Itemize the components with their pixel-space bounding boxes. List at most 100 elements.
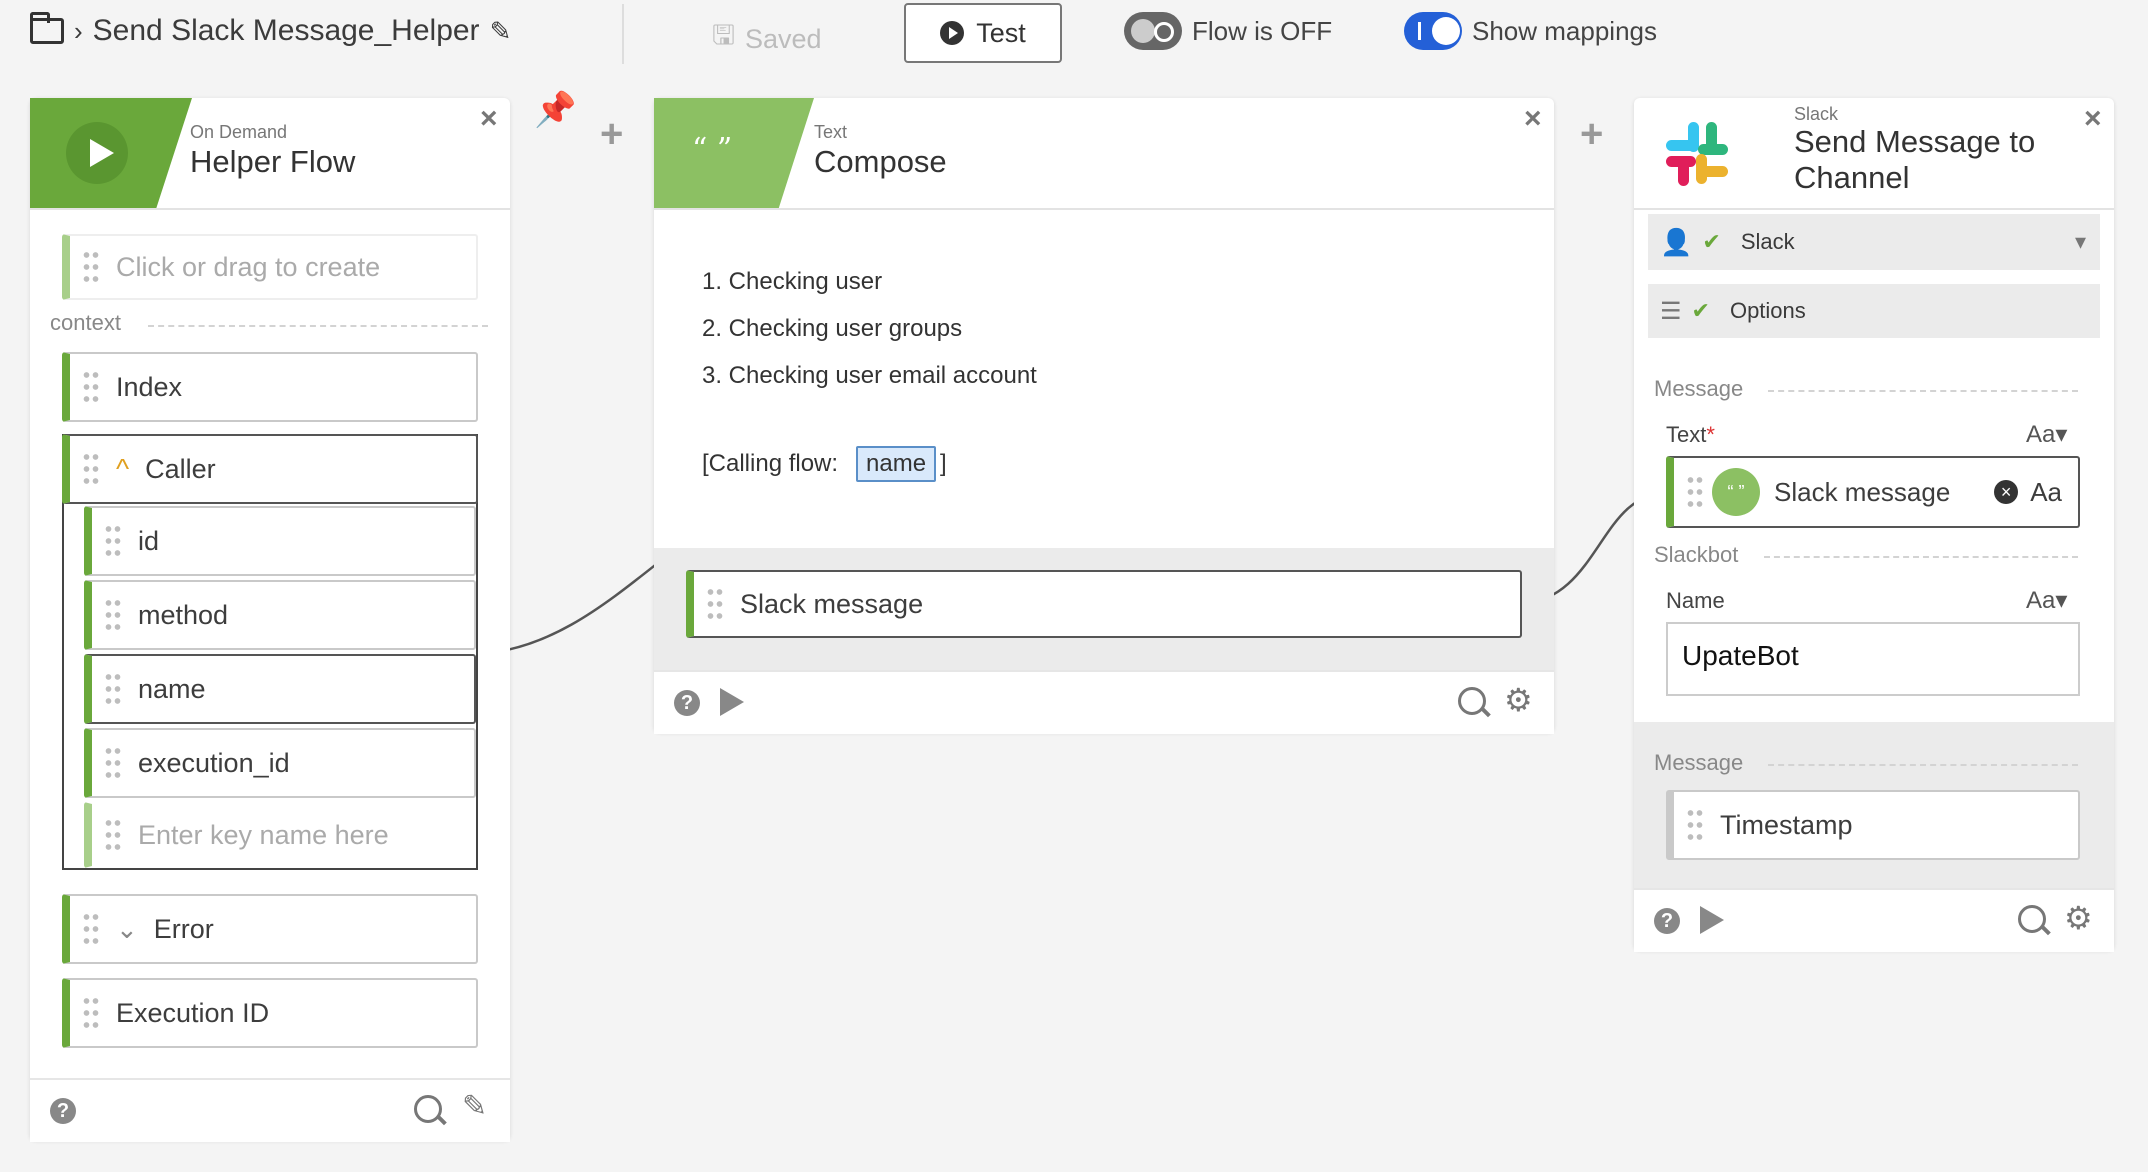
slack-card: Slack Send Message to Channel × 👤 ✔ Slac… [1634,98,2114,952]
slack-title: Send Message to [1794,124,2036,159]
check-icon: ✔ [1702,229,1721,254]
drag-handle-icon[interactable] [104,597,122,633]
required-mark: * [1706,422,1715,447]
compose-header: “ ” Text Compose × [654,98,1554,210]
drag-handle-icon[interactable] [706,586,724,622]
quote-icon: “ ” [692,132,733,167]
add-step-icon[interactable]: + [600,112,624,156]
compose-subtitle: Text [814,122,848,142]
gear-icon[interactable]: ⚙ [1504,682,1533,718]
divider [622,4,624,64]
compose-line: 1. Checking user [702,268,883,295]
drag-handle-icon[interactable] [104,745,122,781]
field-label: Index [116,371,183,402]
key-placeholder: Enter key name here [138,819,389,850]
gear-icon[interactable]: ⚙ [2064,900,2093,936]
user-icon: 👤 [1660,226,1693,257]
clear-icon[interactable]: × [1994,480,2019,504]
mappings-toggle[interactable]: Show mappings [1404,12,1657,50]
search-icon[interactable] [1458,687,1486,715]
field-index[interactable]: Index [62,352,478,422]
toggle-switch-on[interactable] [1404,12,1462,50]
close-icon[interactable]: × [2084,102,2102,135]
drag-handle-icon[interactable] [82,911,100,947]
run-icon[interactable] [720,688,744,716]
sliders-icon: ☰ [1660,297,1682,325]
edit-pencil-icon[interactable]: ✎ [489,15,512,46]
search-icon[interactable] [2018,905,2046,933]
run-icon[interactable] [1700,906,1724,934]
output-label: Slack message [740,588,924,619]
add-step-icon[interactable]: + [1580,112,1604,156]
compose-text[interactable]: 1. Checking user 2. Checking user groups… [702,258,1037,399]
chevron-down-icon: ▾ [2055,421,2068,448]
name-format-toggle[interactable]: Aa▾ [2026,586,2067,615]
drag-handle-icon[interactable] [82,451,100,487]
field-id[interactable]: id [84,506,476,576]
flow-title[interactable]: Send Slack Message_Helper [92,14,480,47]
field-label: Caller [145,453,216,484]
help-icon[interactable]: ? [1654,908,1680,934]
test-button[interactable]: Test [904,3,1062,63]
timestamp-output-field[interactable]: Timestamp [1666,790,2080,860]
field-label: Error [153,913,214,944]
chevron-up-icon[interactable]: ^ [116,453,130,484]
calling-flow-text: [Calling flow: [702,450,838,478]
drag-handle-icon[interactable] [1686,807,1704,843]
saved-status: 🖫 Saved [712,16,822,62]
play-icon [940,21,965,45]
chevron-down-icon[interactable]: ⌄ [116,913,138,944]
message-section-label: Message [1654,376,1744,401]
field-error[interactable]: ⌄ Error [62,894,478,964]
folder-icon[interactable] [30,12,64,44]
test-label: Test [976,17,1026,48]
account-dropdown[interactable]: 👤 ✔ Slack ▾ [1648,214,2100,270]
field-execution-id[interactable]: execution_id [84,728,476,798]
calling-prefix: [Calling flow: [702,450,839,477]
drag-handle-icon[interactable] [82,995,100,1031]
drag-handle-icon[interactable] [104,817,122,853]
name-token[interactable]: name [856,446,937,482]
close-icon[interactable]: × [480,102,498,135]
options-label: Options [1729,298,1806,323]
text-label: Text [1666,422,1707,447]
pencil-icon[interactable]: ✎ [462,1090,488,1123]
field-label: method [138,599,229,630]
slack-title: Channel [1794,160,1910,195]
aa-icon[interactable]: Aa [2030,476,2062,507]
text-input[interactable]: “ ” Slack message × Aa [1666,456,2080,528]
show-mappings-label: Show mappings [1472,15,1657,46]
compose-output-field[interactable]: Slack message [686,570,1522,638]
top-bar: › Send Slack Message_Helper ✎ 🖫 Saved Te… [0,0,2148,80]
slack-subtitle: Slack [1794,104,1839,124]
field-method[interactable]: method [84,580,476,650]
chevron-down-icon: ▾ [2074,229,2086,254]
play-circle-icon [66,122,128,184]
account-label: Slack [1740,229,1795,254]
field-execution[interactable]: Execution ID [62,978,478,1048]
flow-toggle[interactable]: Flow is OFF [1124,12,1332,50]
drag-handle-icon[interactable] [104,523,122,559]
options-row[interactable]: ☰ ✔ Options [1648,284,2100,338]
pin-icon[interactable]: 📌 [534,91,577,129]
help-icon[interactable]: ? [50,1098,76,1124]
key-name-input[interactable]: Enter key name here [84,802,476,868]
compose-card: “ ” Text Compose × 1. Checking user 2. C… [654,98,1554,734]
name-input[interactable]: UpateBot [1666,622,2080,696]
close-icon[interactable]: × [1524,102,1542,135]
aa-label: Aa [2026,421,2056,448]
context-label: context [50,310,121,335]
drag-handle-icon[interactable] [1686,474,1704,510]
create-placeholder: Click or drag to create [116,251,381,282]
drag-handle-icon[interactable] [82,369,100,405]
search-icon[interactable] [414,1095,442,1123]
drag-handle-icon[interactable] [104,671,122,707]
save-icon: 🖫 [712,20,736,50]
drag-handle-icon[interactable] [82,249,100,285]
field-name[interactable]: name [84,654,476,724]
create-field[interactable]: Click or drag to create [62,234,478,300]
help-icon[interactable]: ? [674,690,700,716]
text-format-toggle[interactable]: Aa▾ [2026,420,2067,449]
field-caller[interactable]: ^ Caller [62,434,478,504]
toggle-switch-off[interactable] [1124,12,1182,50]
